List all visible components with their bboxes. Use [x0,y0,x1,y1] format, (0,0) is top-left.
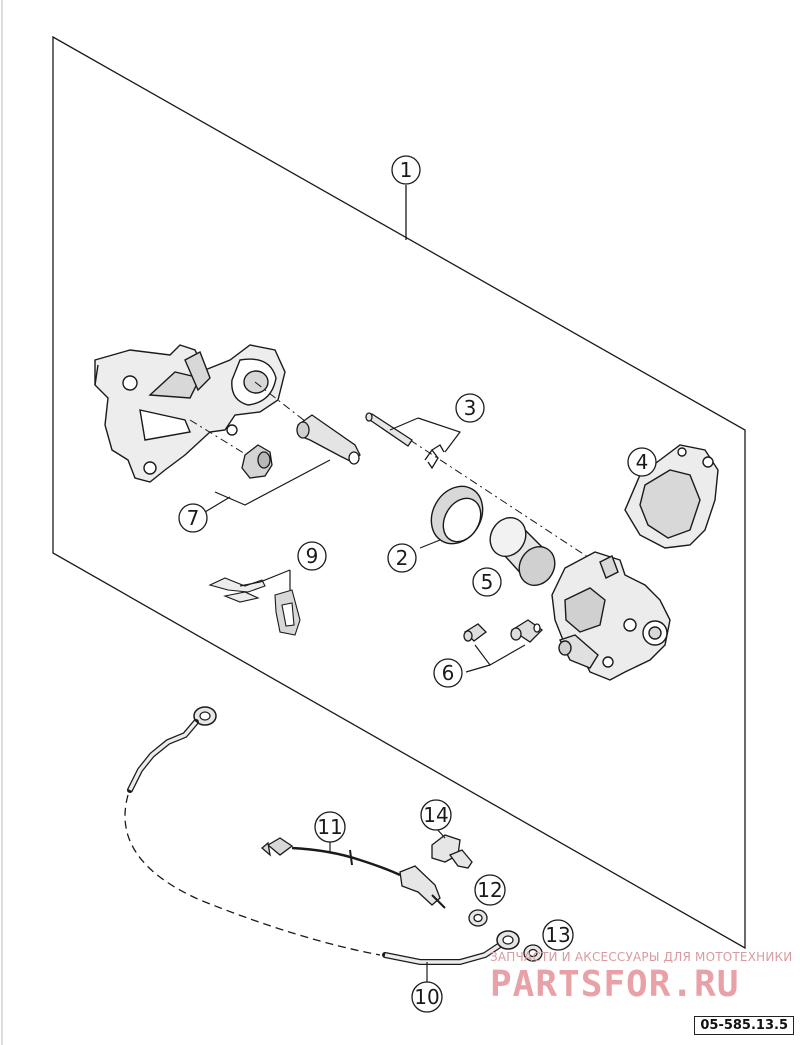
svg-text:12: 12 [477,878,502,902]
svg-text:14: 14 [423,803,448,827]
leader-3-tail [389,417,419,431]
reference-code: 05-585.13.5 [694,1016,794,1035]
sealing-washer-12 [468,909,488,927]
pad-pin [365,412,413,447]
svg-text:9: 9 [306,544,319,568]
watermark-logo: PARTSFOR.RU [490,964,740,1005]
brake-light-switch [260,837,446,909]
svg-text:2: 2 [396,546,409,570]
callout-4: 4 [627,447,657,477]
leader-3 [417,417,461,453]
guide-pin-long [296,414,361,465]
banjo-bolt [431,834,473,869]
svg-text:11: 11 [317,815,342,839]
sealing-washer-13 [523,944,543,962]
svg-text:4: 4 [636,450,649,474]
piston-seal [430,485,484,545]
svg-text:6: 6 [442,661,455,685]
callout-1: 1 [391,155,421,185]
callout-3: 3 [455,393,485,423]
svg-text:3: 3 [464,396,477,420]
brake-hose [124,706,520,965]
callout-5: 5 [472,567,502,597]
callout-10: 10 [411,981,443,1013]
small-clips [208,577,301,636]
callout-6: 6 [433,658,463,688]
assembly-frame [52,35,746,950]
bleed-screw-b [510,619,544,643]
watermark-caption: ЗАПЧАСТИ И АКСЕССУАРЫ ДЛЯ МОТОТЕХНИКИ [490,950,793,964]
callout-12: 12 [474,874,506,906]
callout-14: 14 [420,799,452,831]
svg-text:13: 13 [545,923,570,947]
leader-7 [214,459,331,506]
axis-lines [189,381,601,566]
svg-text:5: 5 [481,570,494,594]
caliper-bracket [94,344,286,483]
svg-text:10: 10 [414,985,439,1009]
callout-2: 2 [387,543,417,573]
svg-text:1: 1 [400,158,413,182]
leader-6 [474,644,526,666]
bleed-screw-a [463,623,487,642]
leader-2 [419,539,441,549]
callout-11: 11 [314,811,346,843]
leader-9 [239,569,291,587]
caliper-body [551,551,671,681]
guide-pin-boot [241,444,273,479]
callout-9: 9 [297,541,327,571]
svg-text:7: 7 [187,506,200,530]
callout-13: 13 [542,919,574,951]
leader-7-tail [204,496,231,513]
piston [489,517,556,586]
leader-6-tail [465,664,491,673]
pad-spring-clip [424,444,445,470]
callout-7: 7 [178,503,208,533]
